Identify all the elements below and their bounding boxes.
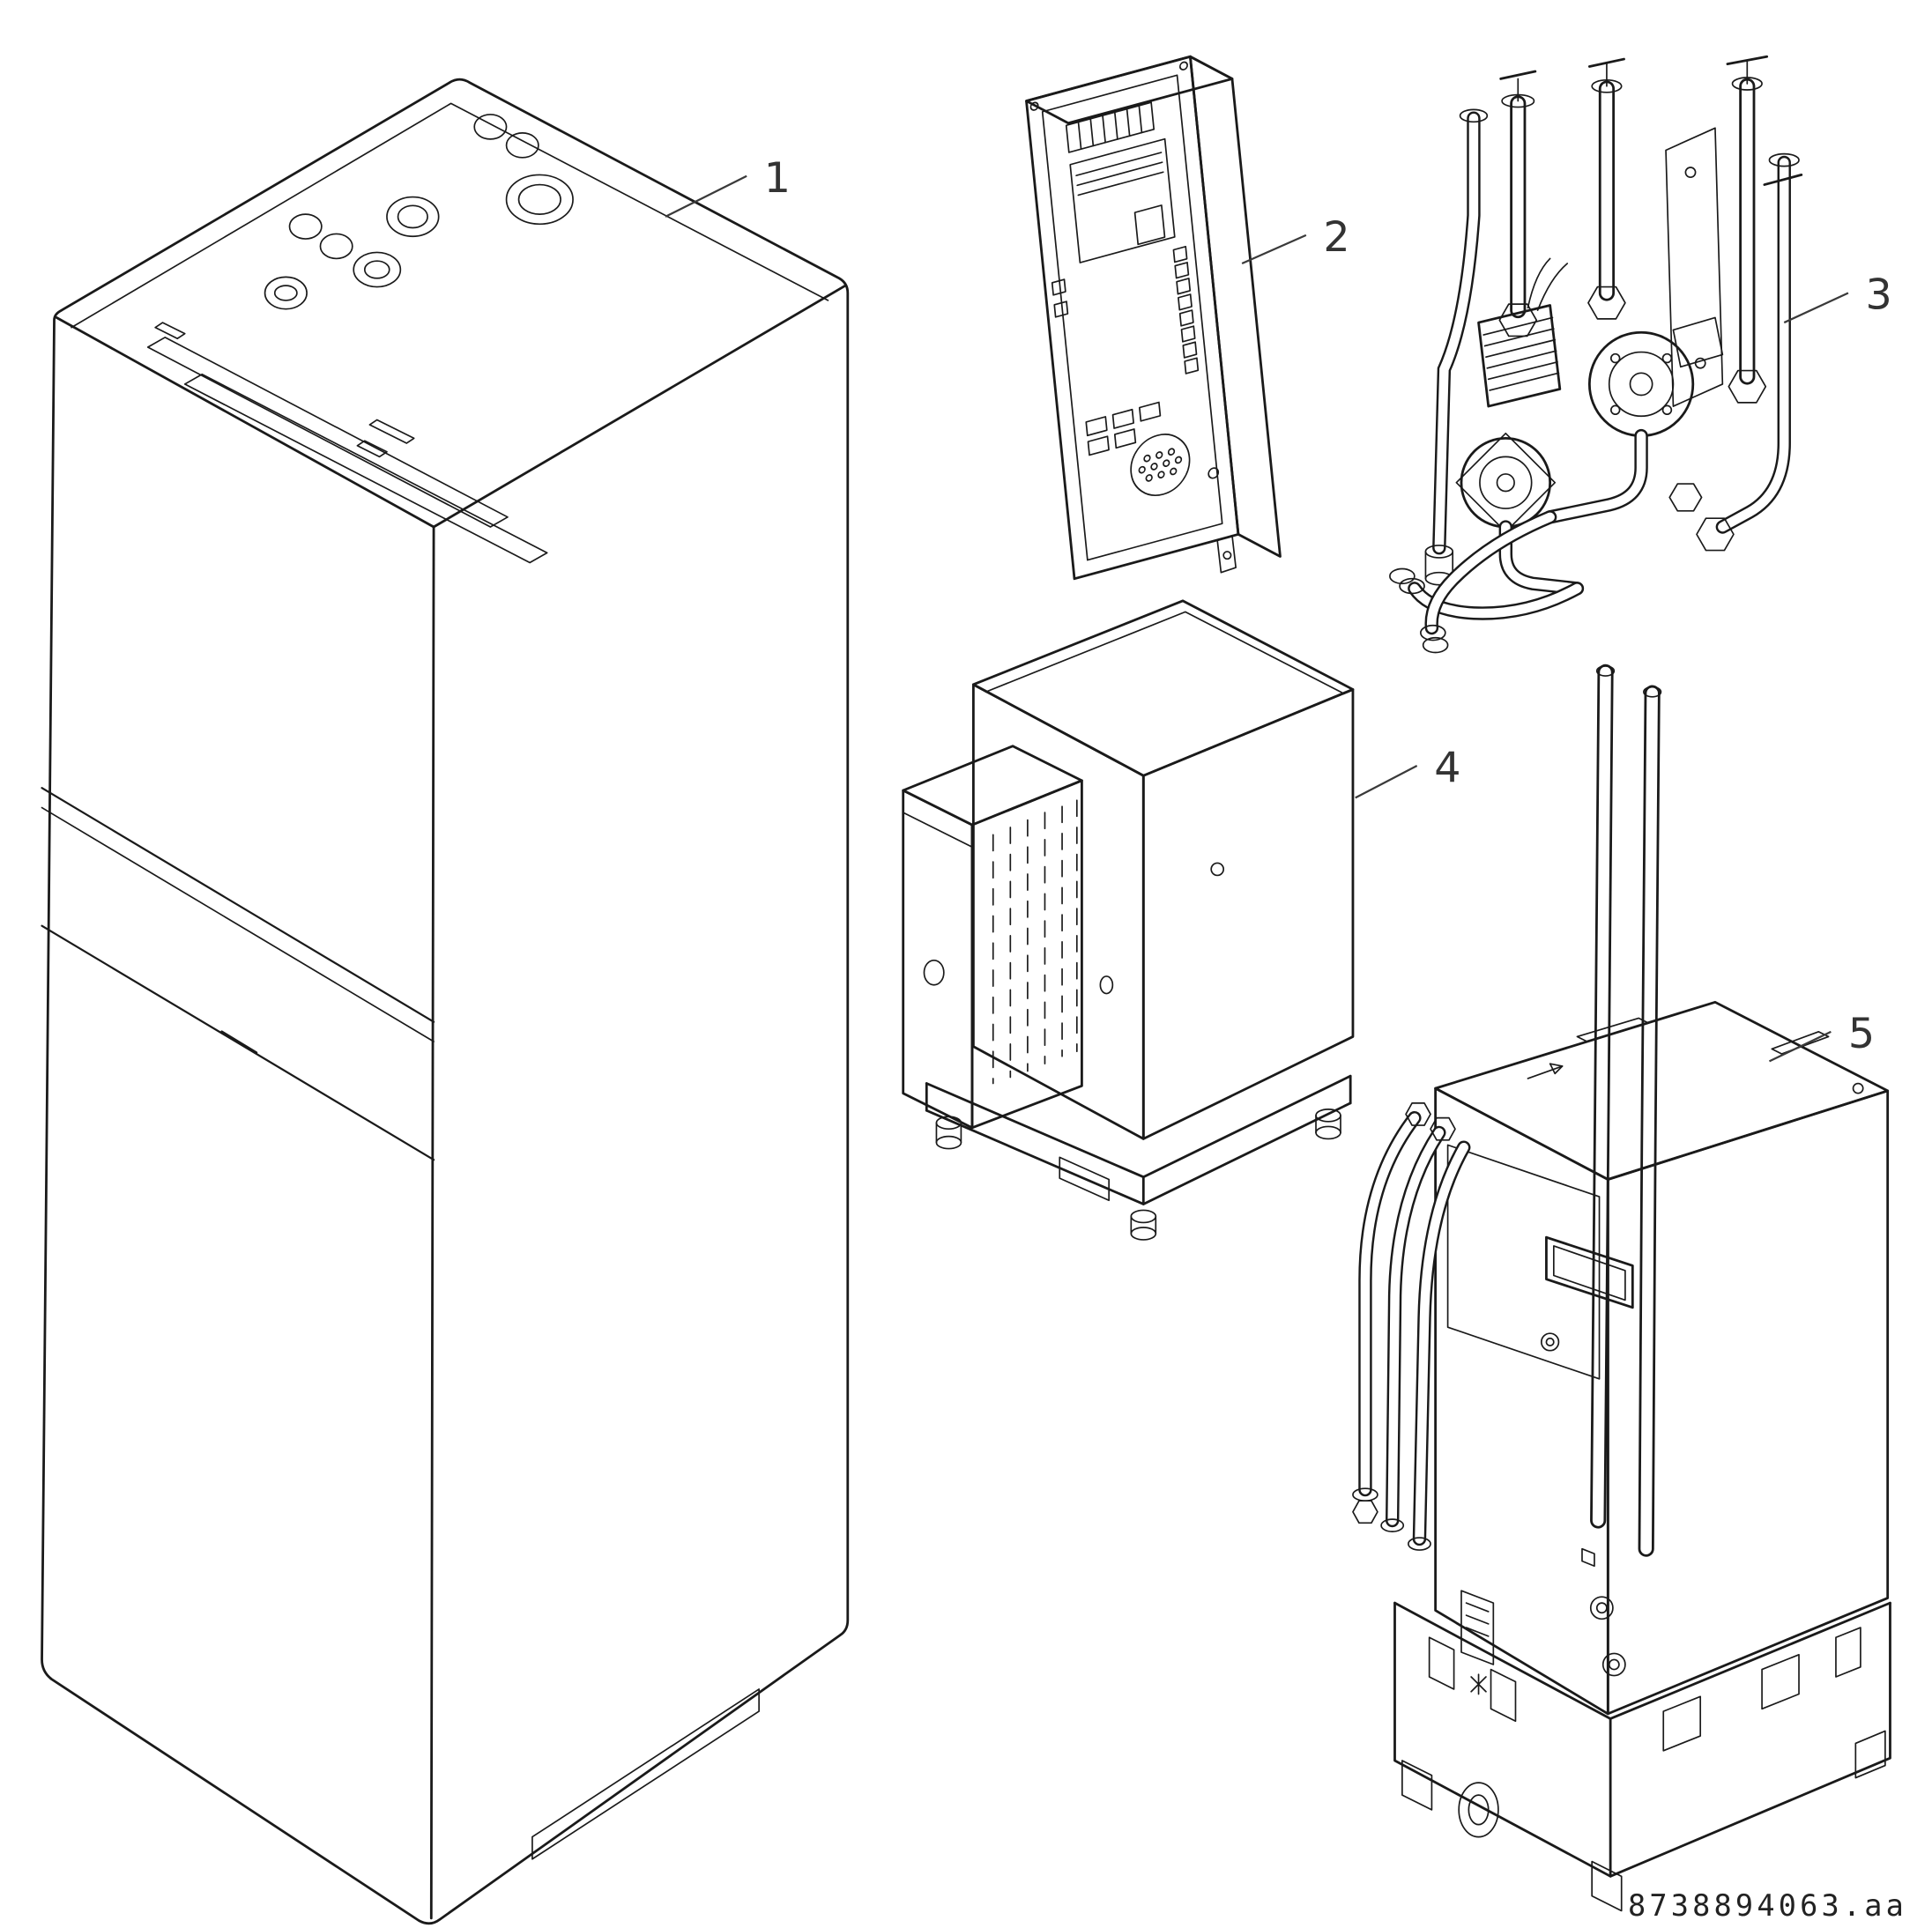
controller-module — [1069, 137, 1176, 263]
flexible-hose-bundle — [1352, 1102, 1471, 1551]
callout-label-3: 3 — [1866, 271, 1892, 320]
terminal-strip — [1065, 101, 1155, 153]
front-panel-details — [1446, 1144, 1634, 1695]
mounting-foot-tab — [1216, 534, 1237, 574]
top-cover-details — [1527, 1017, 1864, 1094]
front-door-seams — [41, 787, 435, 1161]
top-recess-panel — [146, 322, 548, 564]
valve-fittings — [1424, 55, 1803, 586]
callout-label-1: 1 — [764, 154, 791, 203]
callouts: 1 2 3 4 5 — [665, 154, 1892, 1063]
callout-label-2: 2 — [1323, 213, 1349, 262]
callout-leader-2 — [1241, 234, 1307, 265]
riser-pipes — [1432, 78, 1791, 555]
circulation-pump — [1587, 316, 1724, 438]
front-control-compartment — [902, 745, 1083, 1130]
callout-label-5: 5 — [1848, 1010, 1875, 1058]
drawing-number: 8738894063.aa — [1628, 1888, 1907, 1923]
louver-slots — [992, 799, 1078, 1085]
plastic-base-tray — [1393, 1601, 1891, 1912]
inner-unit-drawing — [1352, 664, 1891, 1912]
cable-grommet-vent — [1130, 434, 1191, 496]
pump-electronics-box — [1477, 257, 1569, 408]
standpipes — [1590, 664, 1662, 1557]
connecting-pipes — [1389, 428, 1648, 654]
mounting-plate — [1665, 127, 1724, 407]
callout-leader-3 — [1783, 292, 1849, 324]
union-nuts — [1498, 285, 1767, 552]
cabinet-casing-drawing — [41, 78, 850, 1925]
base-skid — [925, 1074, 1352, 1241]
top-grommet-openings — [264, 114, 574, 310]
pump-group-drawing — [1389, 55, 1803, 654]
callout-leader-1 — [665, 174, 747, 218]
callout-leader-4 — [1355, 765, 1418, 799]
control-box-drawing — [1025, 55, 1282, 581]
callout-label-4: 4 — [1434, 744, 1460, 792]
connector-blocks — [1085, 401, 1162, 456]
terminal-blocks-column — [1051, 245, 1200, 374]
callout-leader-5 — [1768, 1030, 1832, 1063]
side-vent-slot — [531, 1688, 760, 1860]
compressor-module-drawing — [902, 599, 1355, 1241]
